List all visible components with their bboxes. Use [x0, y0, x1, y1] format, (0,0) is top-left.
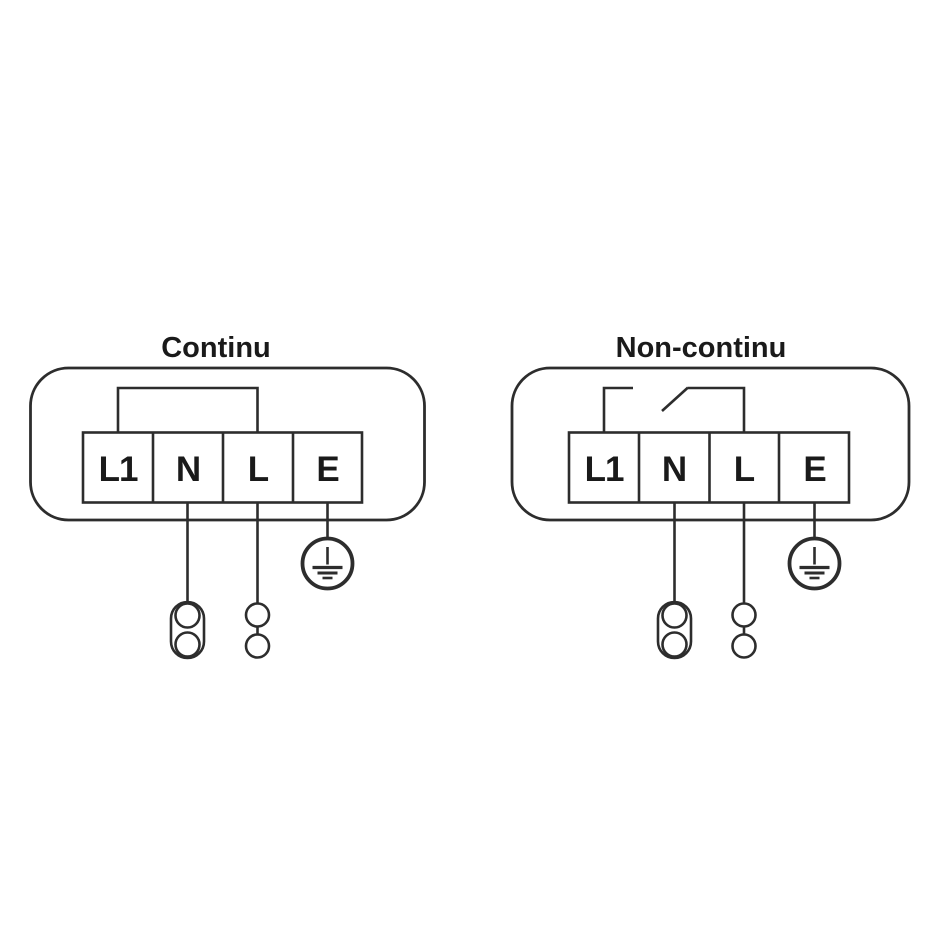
live-connector-icon: [731, 602, 757, 659]
live-connector-icon: [244, 602, 271, 659]
terminal-label-n: N: [662, 450, 686, 489]
terminal-label-l1: L1: [585, 450, 624, 489]
diagram-continu-linework: [29, 366, 426, 660]
device-outline: [29, 366, 426, 522]
diagram-continu-labels: L1 N L E: [99, 450, 340, 489]
terminal-label-n: N: [176, 450, 200, 489]
terminal-label-e: E: [316, 450, 338, 489]
earth-ground-icon: [300, 536, 355, 591]
diagram-title: Continu: [161, 332, 271, 364]
earth-ground-icon: [787, 536, 842, 591]
terminal-label-l: L: [734, 450, 755, 489]
diagram-continu: Continu: [29, 332, 426, 660]
neutral-connector-icon: [169, 600, 206, 660]
device-outline: [510, 366, 911, 522]
terminal-label-e: E: [803, 450, 825, 489]
jumper-wire: [116, 386, 259, 433]
switch-contact-icon: [602, 386, 746, 433]
terminal-label-l: L: [248, 450, 269, 489]
neutral-connector-icon: [656, 600, 693, 660]
diagram-non-continu: Non-continu: [510, 332, 911, 660]
diagram-non-continu-labels: L1 N L E: [585, 450, 827, 489]
diagram-title: Non-continu: [616, 332, 787, 364]
terminal-label-l1: L1: [99, 450, 138, 489]
diagram-non-continu-linework: [510, 366, 911, 660]
